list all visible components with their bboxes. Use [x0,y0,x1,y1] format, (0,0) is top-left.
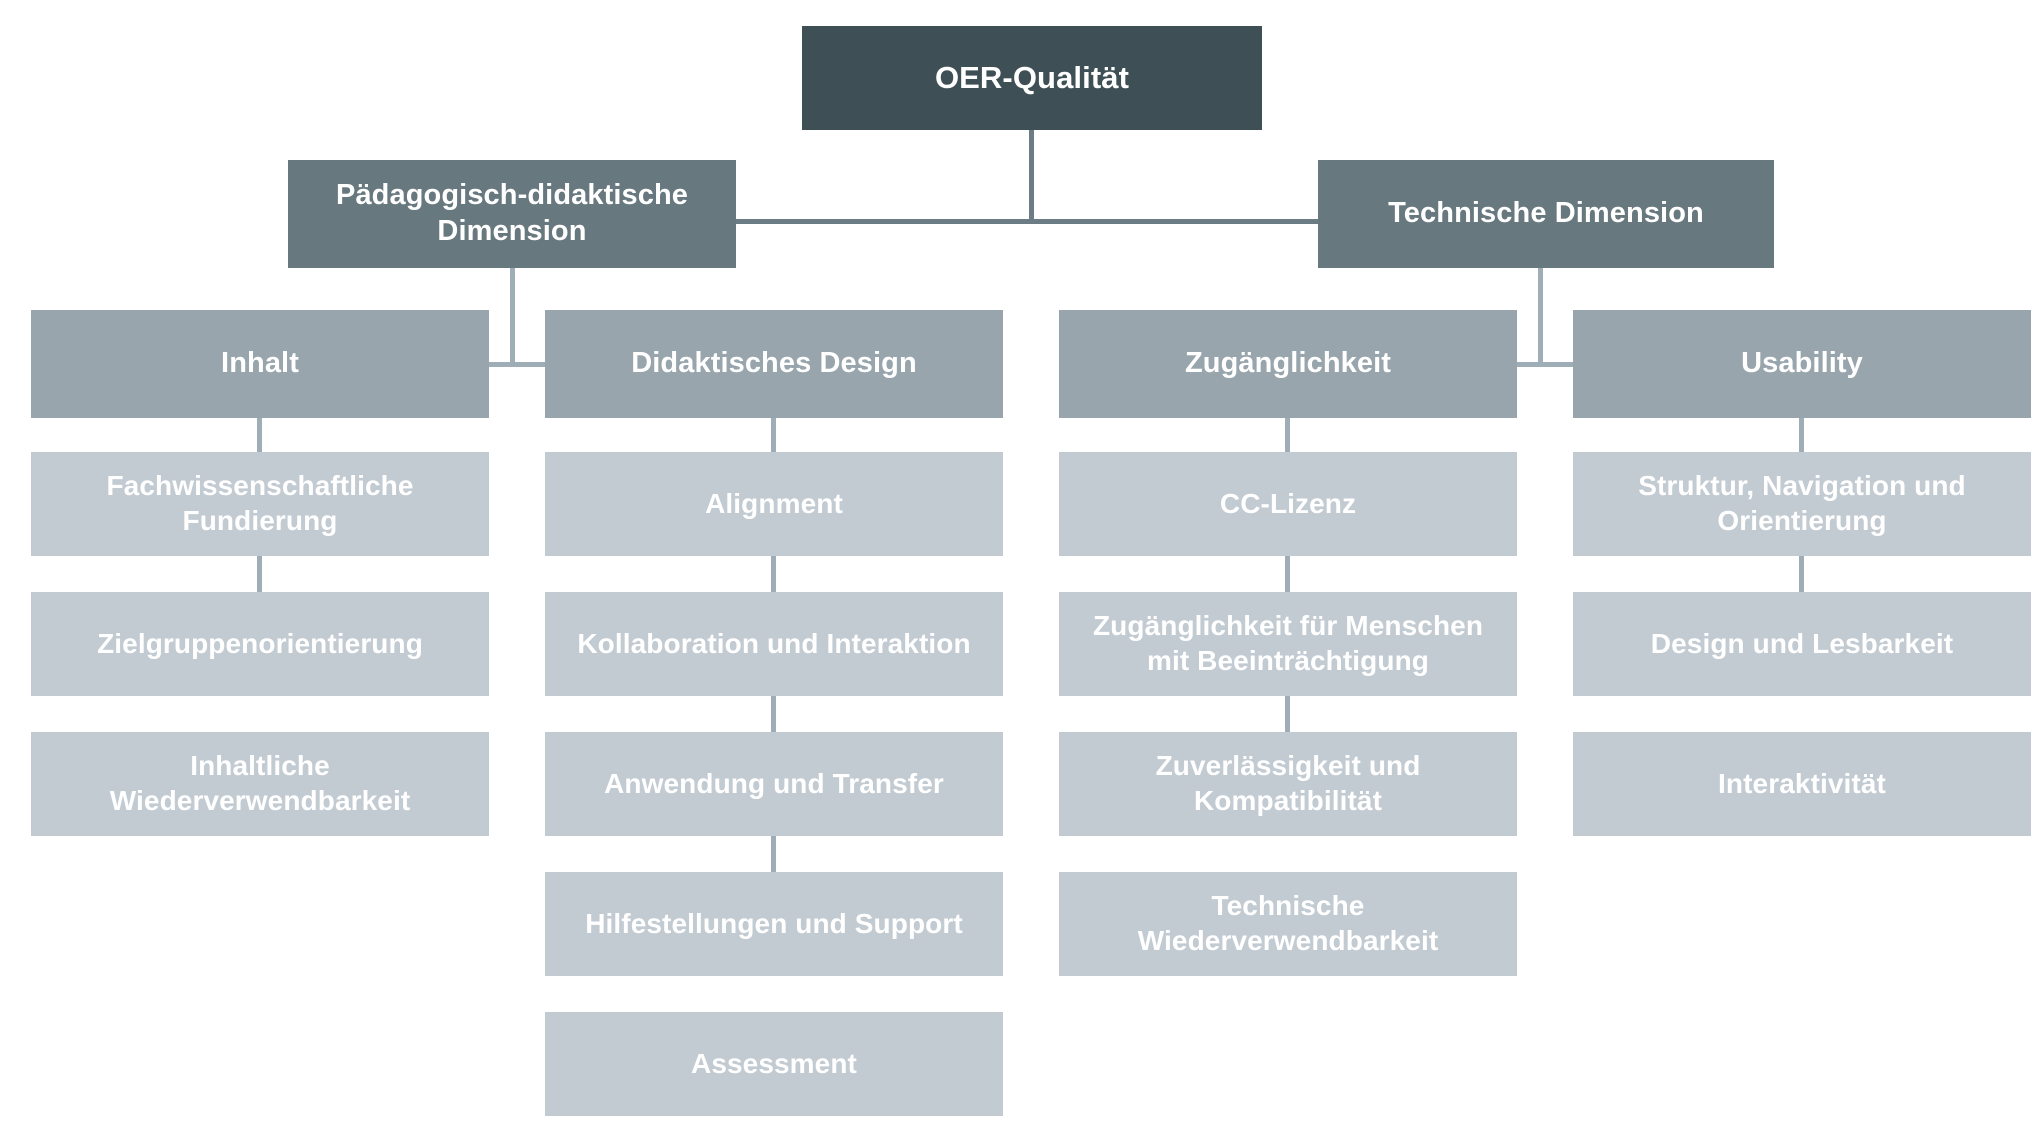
node-criterion-zugaenglichkeit-fuer-menschen-mit-beeintraechtigung[interactable]: Zugänglichkeit für Menschen mit Beeinträ… [1059,592,1517,696]
connector-technische-stem [1538,268,1543,367]
node-criterion-design-und-lesbarkeit[interactable]: Design und Lesbarkeit [1573,592,2031,696]
node-category-usability[interactable]: Usability [1573,310,2031,418]
node-category-inhalt[interactable]: Inhalt [31,310,489,418]
node-category-didaktisches-design[interactable]: Didaktisches Design [545,310,1003,418]
node-criterion-struktur-navigation-und-orientierung[interactable]: Struktur, Navigation und Orientierung [1573,452,2031,556]
node-criterion-zuverlaessigkeit-und-kompatibilitaet[interactable]: Zuverlässigkeit und Kompatibilität [1059,732,1517,836]
node-criterion-anwendung-und-transfer[interactable]: Anwendung und Transfer [545,732,1003,836]
connector-paedagogisch-branch [260,362,760,367]
node-paedagogisch-didaktische-dimension[interactable]: Pädagogisch-didaktische Dimension [288,160,736,268]
node-technische-dimension[interactable]: Technische Dimension [1318,160,1774,268]
node-criterion-interaktivitaet[interactable]: Interaktivität [1573,732,2031,836]
connector-technische-branch [1288,362,1788,367]
node-criterion-technische-wiederverwendbarkeit[interactable]: Technische Wiederverwendbarkeit [1059,872,1517,976]
node-criterion-alignment[interactable]: Alignment [545,452,1003,556]
node-category-zugaenglichkeit[interactable]: Zugänglichkeit [1059,310,1517,418]
node-criterion-zielgruppenorientierung[interactable]: Zielgruppenorientierung [31,592,489,696]
node-criterion-inhaltliche-wiederverwendbarkeit[interactable]: Inhaltliche Wiederverwendbarkeit [31,732,489,836]
connector-paedagogisch-stem [510,268,515,367]
node-criterion-kollaboration-und-interaktion[interactable]: Kollaboration und Interaktion [545,592,1003,696]
node-criterion-fachwissenschaftliche-fundierung[interactable]: Fachwissenschaftliche Fundierung [31,452,489,556]
connector-root-stem [1029,130,1034,222]
node-criterion-cc-lizenz[interactable]: CC-Lizenz [1059,452,1517,556]
node-oer-qualitaet[interactable]: OER-Qualität [802,26,1262,130]
node-criterion-hilfestellungen-und-support[interactable]: Hilfestellungen und Support [545,872,1003,976]
connector-dimension-spine [736,219,1318,224]
node-criterion-assessment[interactable]: Assessment [545,1012,1003,1116]
